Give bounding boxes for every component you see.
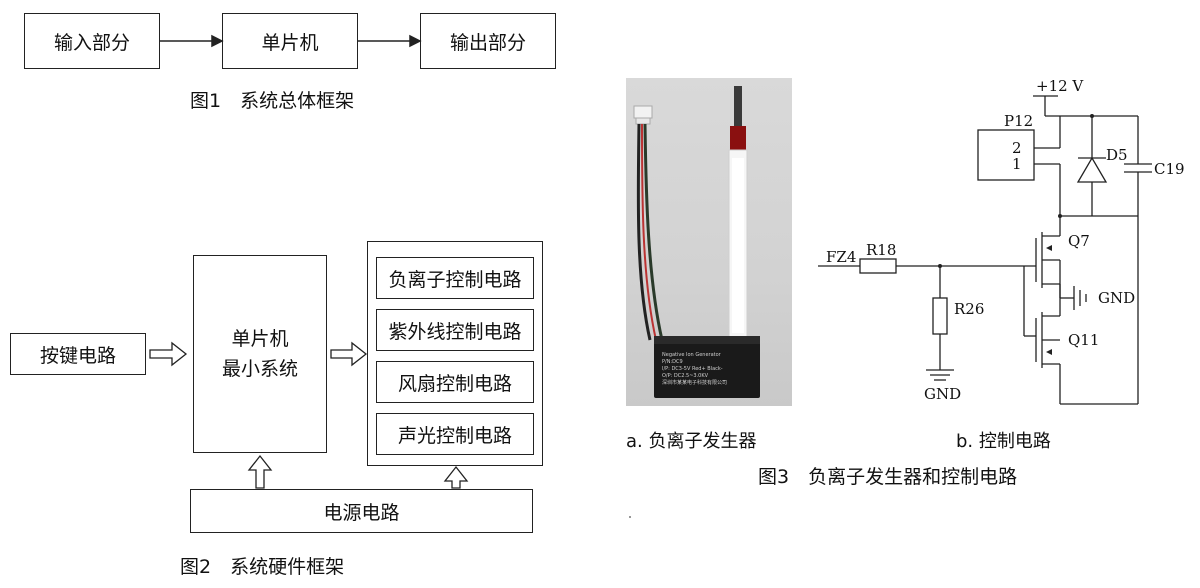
anion-generator-illustration: Negative Ion Generator P/N:DC9 I/P: DC3-… [633,86,760,398]
module-label-line-3: I/P: DC3-5V Red+ Black- [662,366,723,372]
fig1-mcu-label: 单片机 [261,31,319,54]
q11-arrow [1046,349,1052,355]
fig1-arrow-1 [160,34,224,48]
label-r18: R18 [866,241,896,259]
fig2-mcu-box: 单片机 最小系统 [193,255,327,453]
fig1-output-label: 输出部分 [449,31,526,54]
fig2-output-uv: 紫外线控制电路 [376,309,534,351]
fig2-output-sound-light-label: 声光控制电路 [397,424,512,447]
fig1-output-box: 输出部分 [420,13,556,69]
q7-arrow [1046,245,1052,251]
fig2-arrow-power-to-mcu [247,454,273,489]
junction-vcc [1090,114,1094,118]
fig2-output-fan-label: 风扇控制电路 [397,372,512,395]
label-q7: Q7 [1068,232,1090,250]
r18-resistor [859,258,897,274]
fig2-power-box: 电源电路 [190,489,533,533]
fig2-output-fan: 风扇控制电路 [376,361,534,403]
fig1-caption: 图1 系统总体框架 [190,90,355,112]
label-vcc: +12 V [1036,77,1084,95]
fig1-input-label: 输入部分 [53,31,130,54]
fig2-caption: 图2 系统硬件框架 [180,556,345,578]
label-fz4: FZ4 [826,248,856,266]
module-label-line-2: P/N:DC9 [662,359,683,365]
r26-resistor [932,297,948,335]
fig1-input-box: 输入部分 [24,13,160,69]
fig2-arrow-keypad-to-mcu [149,341,188,367]
fig2-mcu-line1: 单片机 [231,328,289,350]
fig2-keypad-label: 按键电路 [39,344,116,367]
module-label-line-4: O/P: DC2.5~3.0KV [662,373,709,379]
fig3-sub-b-caption: b. 控制电路 [956,431,1051,452]
module-label-line-5: 深圳市某某电子科技有限公司 [662,379,727,386]
label-gnd-right: GND [1098,289,1135,307]
label-c19: C19 [1154,160,1185,178]
fig2-output-anion: 负离子控制电路 [376,257,534,299]
label-pin2: 2 [1012,139,1022,157]
fig3-caption: 图3 负离子发生器和控制电路 [758,466,1018,488]
fig2-arrow-mcu-to-outputs [330,341,368,367]
label-pin1: 1 [1012,155,1022,173]
fig1-arrow-2 [358,34,422,48]
label-p12: P12 [1004,112,1033,130]
anion-generator-photo: Negative Ion Generator P/N:DC9 I/P: DC3-… [626,78,792,406]
fig2-keypad-box: 按键电路 [10,333,146,375]
junction-d5 [1058,214,1062,218]
label-r26: R26 [954,300,984,318]
p12-connector-box [977,129,1035,181]
fig2-power-label: 电源电路 [323,501,400,524]
fig2-output-uv-label: 紫外线控制电路 [388,320,522,343]
label-gnd-bottom: GND [924,385,961,403]
fig3-sub-a-caption: a. 负离子发生器 [626,431,757,452]
junction-r26 [938,264,942,268]
module-label-line-1: Negative Ion Generator [662,352,722,358]
fig2-mcu-line2: 最小系统 [221,358,298,380]
label-q11: Q11 [1068,331,1099,349]
fig2-output-sound-light: 声光控制电路 [376,413,534,455]
stray-dot [629,516,631,518]
label-d5: D5 [1106,146,1128,164]
d5-diode-symbol [1076,156,1108,183]
fig2-output-anion-label: 负离子控制电路 [388,268,522,291]
fig2-arrow-power-to-outputs [443,465,469,489]
